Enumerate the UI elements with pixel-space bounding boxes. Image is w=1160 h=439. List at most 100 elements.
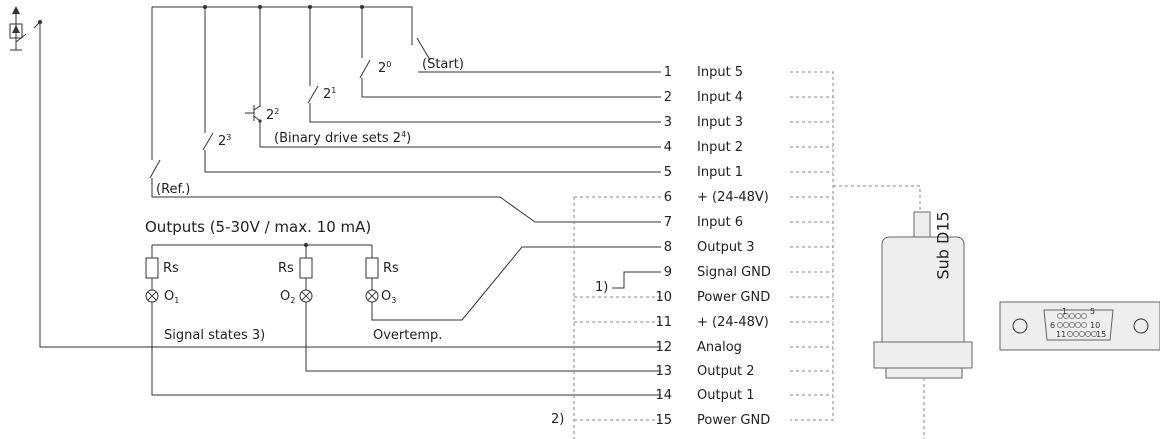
pin-label: + (24-48V) (697, 190, 769, 205)
potentiometer-body (9, 23, 23, 39)
wire-pin13 (305, 245, 661, 372)
wire-pin2 (361, 78, 661, 98)
pin-number: 13 (655, 364, 672, 379)
pin-number: 15 (655, 413, 672, 428)
label-o2: O2 (280, 289, 296, 305)
bit1-exp: 1 (331, 86, 337, 95)
label-o1: O1 (164, 289, 180, 305)
label-bit1: 21 (323, 86, 337, 103)
lamp-o2-cross (301, 291, 311, 301)
resistor-rs2 (299, 257, 313, 279)
resistor-rs3 (365, 257, 379, 279)
switch-bit1-blade (307, 85, 319, 104)
dashed-wire-to-connector (833, 185, 921, 212)
bit3-base: 2 (218, 134, 227, 149)
face-row3-end: 15 (1096, 330, 1107, 339)
label-bit0: 20 (378, 61, 391, 77)
lamp-o2 (299, 289, 313, 303)
pin-label: Signal GND (697, 265, 771, 280)
switch-ref-blade (149, 159, 161, 179)
label-overtemp: Overtemp. (373, 328, 443, 343)
dashed-wires-left (573, 196, 661, 439)
pin-label: Power GND (697, 413, 771, 428)
connector-label: Sub D15 (933, 211, 953, 280)
pin-label: Power GND (697, 290, 771, 305)
o1-sub: 1 (174, 296, 180, 305)
pin-label: Input 6 (697, 215, 744, 230)
pin-number: 5 (663, 165, 672, 180)
o2-main: O (280, 289, 291, 304)
transistor-symbol (245, 105, 261, 122)
sub-d15-plug (885, 367, 963, 379)
o1-main: O (164, 289, 175, 304)
pin-number: 11 (655, 315, 672, 330)
pin-label: Input 3 (697, 115, 744, 130)
top-bus-wire (152, 6, 413, 45)
o3-sub: 3 (391, 296, 397, 305)
pin-label: Output 1 (697, 388, 755, 403)
pin-label: Analog (697, 340, 742, 355)
face-row3-start: 11 (1056, 330, 1067, 339)
bit2-exp: 2 (274, 107, 280, 116)
pin-label: Output 2 (697, 364, 755, 379)
pin-number: 7 (663, 215, 672, 230)
pin-number: 6 (663, 190, 672, 205)
face-row1-start: 1 (1062, 307, 1068, 316)
wire-pin12-analog (15, 14, 661, 348)
wire-pin7 (151, 178, 661, 223)
pin-label: Input 1 (697, 165, 744, 180)
face-row2-end: 10 (1090, 321, 1101, 330)
pin-number: 9 (663, 265, 672, 280)
switch-start-blade (416, 37, 431, 61)
pin-number: 4 (663, 140, 672, 155)
potentiometer-inner-arrow-icon (12, 25, 20, 33)
binary-exp: 4 (401, 130, 407, 139)
lamp-o3-cross (367, 291, 377, 301)
wire-pin4 (259, 121, 661, 148)
label-o3: O3 (381, 289, 397, 305)
o2-sub: 2 (290, 296, 296, 305)
bit2-base: 2 (266, 108, 275, 123)
wire-pin8 (371, 245, 661, 321)
pin-label: Output 3 (697, 240, 755, 255)
switch-bit3-blade (202, 132, 214, 151)
wire-pin14 (151, 245, 661, 396)
pin-label: + (24-48V) (697, 315, 769, 330)
label-rs1: Rs (163, 261, 179, 276)
label-bit3: 23 (218, 134, 231, 150)
potentiometer-arrow-icon (12, 6, 20, 14)
wire-pin9 (612, 271, 661, 289)
sub-d15-flange (873, 341, 973, 369)
face-trapezoid (1043, 309, 1114, 341)
label-ref: (Ref.) (156, 182, 191, 197)
pin-number: 2 (663, 90, 672, 105)
note-1: 1) (595, 280, 609, 295)
pin-label: Input 4 (697, 90, 744, 105)
label-rs3: Rs (383, 261, 399, 276)
outputs-heading: Outputs (5-30V / max. 10 mA) (145, 218, 372, 236)
pin-label: Input 5 (697, 65, 744, 80)
pin-number: 3 (663, 115, 672, 130)
label-signal-states: Signal states 3) (164, 328, 266, 343)
wire-pin5 (204, 150, 661, 173)
resistor-rs1 (145, 257, 159, 279)
label-rs2: Rs (278, 261, 294, 276)
binary-text: (Binary drive sets 2 (274, 131, 402, 146)
o3-main: O (381, 289, 392, 304)
note-2: 2) (551, 412, 565, 427)
dashed-wires-right (790, 71, 834, 421)
lamp-o3 (365, 289, 379, 303)
label-start: (Start) (422, 57, 464, 72)
label-binary-drive-sets: (Binary drive sets 24) (274, 130, 412, 147)
switch-bit0-blade (359, 59, 371, 79)
pin-number: 1 (663, 65, 672, 80)
lamp-o1-cross (147, 291, 157, 301)
face-row1-end: 5 (1090, 307, 1096, 316)
pin-number: 10 (655, 290, 672, 305)
face-row2-start: 6 (1050, 321, 1056, 330)
pin-label: Input 2 (697, 140, 744, 155)
label-bit2: 22 (266, 107, 280, 124)
lamp-o1 (145, 289, 159, 303)
binary-close: ) (406, 131, 412, 146)
